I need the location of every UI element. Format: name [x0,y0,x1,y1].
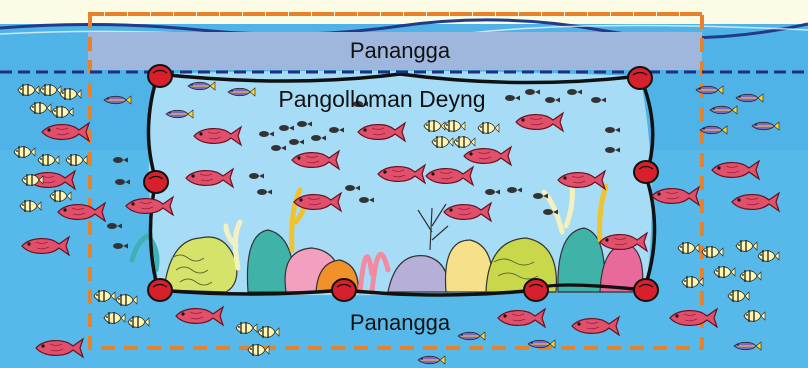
buoy-icon [148,279,172,301]
buffer-zone-bottom-label: Panangga [300,310,500,336]
buoy-icon [148,65,172,87]
buoy-icon [144,171,168,193]
buoy-icon [332,279,356,301]
buoy-icon [634,161,658,183]
buoy-icon [628,67,652,89]
buoy-icon [524,279,548,301]
buffer-zone-top-label: Panangga [300,38,500,64]
protected-area-label: Pangolloman Deyng [262,86,502,113]
buoy-icon [634,279,658,301]
